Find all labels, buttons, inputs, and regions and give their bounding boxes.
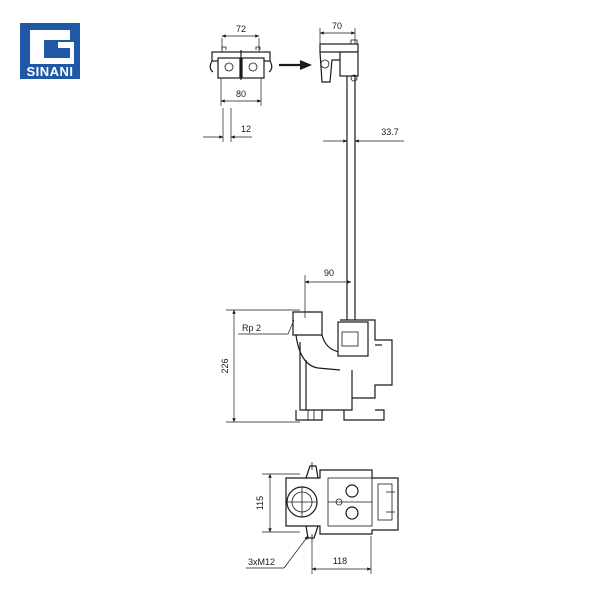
valve-body-elevation: Rp 2 226: [220, 309, 393, 423]
logo-text: SINANI: [26, 64, 73, 79]
label-3xm12: 3xM12: [248, 557, 275, 567]
valve-plan-view: 115 118 3xM12: [246, 462, 399, 574]
dim-70: 70: [332, 21, 342, 31]
dim-12: 12: [241, 124, 251, 134]
dim-72: 72: [236, 24, 246, 34]
arrow-indicator: [279, 60, 312, 70]
dim-80: 80: [236, 89, 246, 99]
dim-33-7: 33.7: [381, 127, 399, 137]
dim-226: 226: [220, 358, 230, 373]
label-rp2: Rp 2: [242, 323, 261, 333]
logo-mark: [30, 30, 74, 64]
dim-90: 90: [324, 268, 334, 278]
dim-118: 118: [333, 556, 347, 566]
wall-bracket-detail: 72 80 12: [203, 24, 273, 142]
dim-115: 115: [255, 496, 265, 510]
sinani-logo: SINANI: [20, 23, 80, 79]
standpipe-elevation: 70 33.7 90: [304, 21, 404, 320]
